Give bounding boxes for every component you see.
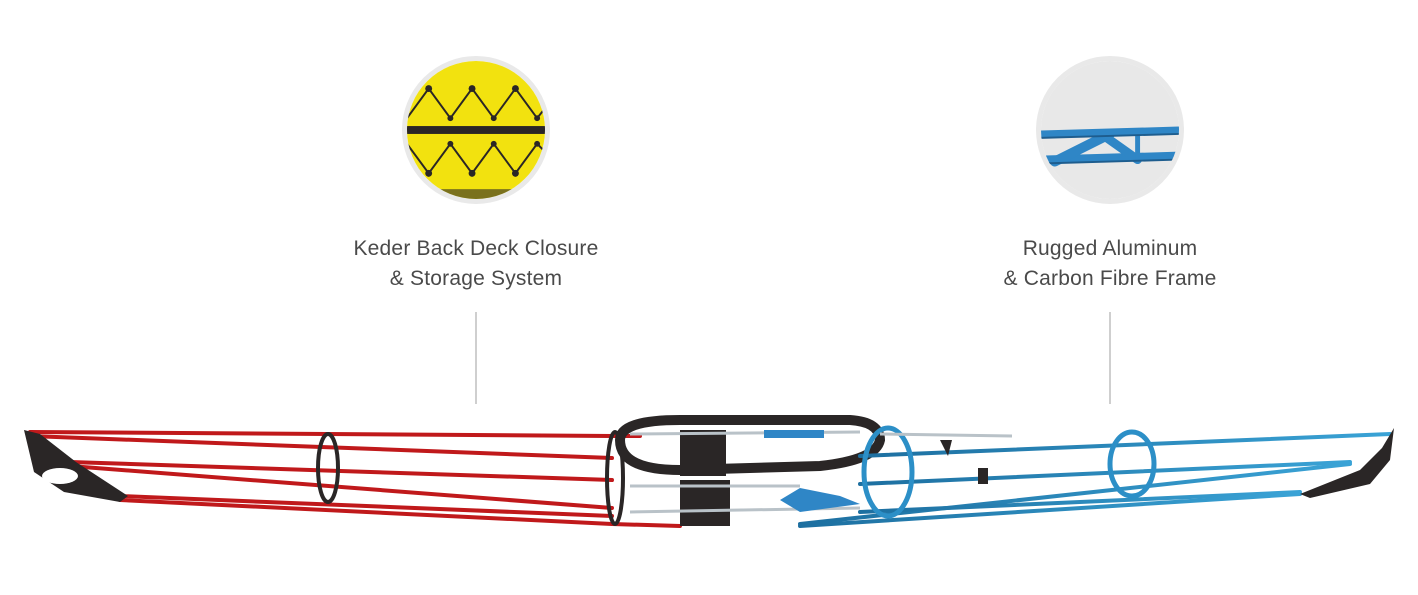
fitting-clip — [978, 468, 988, 484]
red-stern-frame — [28, 430, 682, 528]
callout-label-line2: & Storage System — [389, 267, 563, 290]
stern-bulkheads — [316, 430, 625, 526]
bow-bulkheads — [861, 425, 1157, 519]
fitting-icon — [940, 440, 952, 456]
callout-deck-closure: Keder Back Deck Closure & Storage System — [326, 56, 626, 404]
bow-end-piece — [1300, 428, 1394, 498]
cockpit-coaming — [614, 415, 886, 526]
blue-bow-frame — [798, 428, 1396, 528]
callout-label-line2: & Carbon Fibre Frame — [1003, 267, 1217, 290]
callout-label-line1: Rugged Aluminum — [1022, 237, 1198, 260]
connector-line — [1109, 312, 1111, 404]
deck-closure-photo — [402, 56, 550, 204]
callout-label-line1: Keder Back Deck Closure — [353, 237, 599, 260]
stern-end-cutout — [42, 468, 78, 484]
callout-label: Rugged Aluminum & Carbon Fibre Frame — [960, 234, 1260, 294]
deck-closure-image — [407, 61, 545, 199]
kayak-frame-illustration — [24, 415, 1396, 528]
frame-detail-photo — [1036, 56, 1184, 204]
callout-label: Keder Back Deck Closure & Storage System — [326, 234, 626, 294]
deck-rail — [879, 432, 1013, 438]
frame-detail-image — [1041, 61, 1179, 199]
callout-frame: Rugged Aluminum & Carbon Fibre Frame — [960, 56, 1260, 404]
stern-end-piece — [24, 430, 128, 502]
connector-line — [475, 312, 477, 404]
